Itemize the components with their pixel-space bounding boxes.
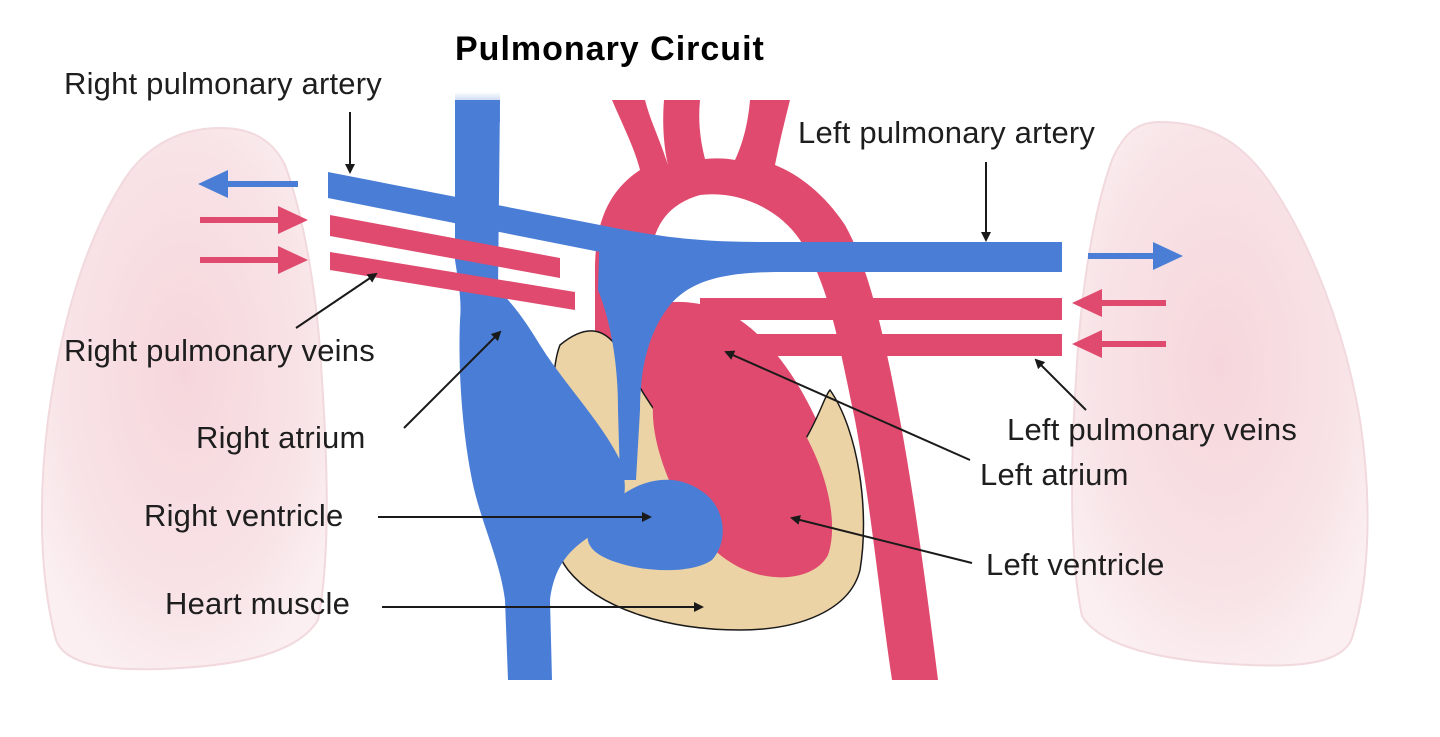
left-pulmonary-vein-lower	[730, 334, 1062, 356]
label-left-ventricle: Left ventricle	[986, 547, 1165, 582]
leader-left-ventricle	[790, 515, 973, 564]
flow-arrow-red-left-lung-2	[1072, 330, 1166, 358]
left-lung	[1071, 120, 1369, 667]
label-right-ventricle: Right ventricle	[144, 498, 344, 533]
flow-arrow-blue-right-lung	[198, 170, 298, 198]
leader-right-atrium	[403, 330, 502, 429]
vena-cava	[455, 100, 625, 680]
label-right-pulmonary-artery: Right pulmonary artery	[64, 66, 382, 101]
label-left-pulmonary-veins: Left pulmonary veins	[1007, 412, 1298, 447]
leader-right-pulmonary-veins	[295, 272, 378, 329]
label-left-atrium: Left atrium	[980, 457, 1129, 492]
label-left-pulmonary-artery: Left pulmonary artery	[798, 115, 1096, 150]
left-pulmonary-vein-upper	[700, 298, 1062, 320]
diagram-title: Pulmonary Circuit	[455, 30, 765, 68]
flow-arrow-red-right-lung-2	[200, 246, 308, 274]
pulmonary-trunk	[598, 225, 1062, 480]
label-right-pulmonary-veins: Right pulmonary veins	[64, 333, 375, 368]
leader-left-pulmonary-veins	[1034, 358, 1087, 411]
label-heart-muscle: Heart muscle	[165, 586, 351, 621]
flow-arrow-red-right-lung-1	[200, 206, 308, 234]
flow-arrow-blue-left-lung	[1088, 242, 1183, 270]
leader-left-atrium	[724, 350, 971, 461]
flow-arrow-red-left-lung-1	[1072, 289, 1166, 317]
right-pulmonary-artery-vessel	[328, 172, 600, 252]
right-pulmonary-vein-lower	[330, 252, 575, 310]
label-right-atrium: Right atrium	[196, 420, 366, 455]
right-pulmonary-vein-upper	[330, 215, 560, 278]
right-lung	[40, 126, 328, 671]
